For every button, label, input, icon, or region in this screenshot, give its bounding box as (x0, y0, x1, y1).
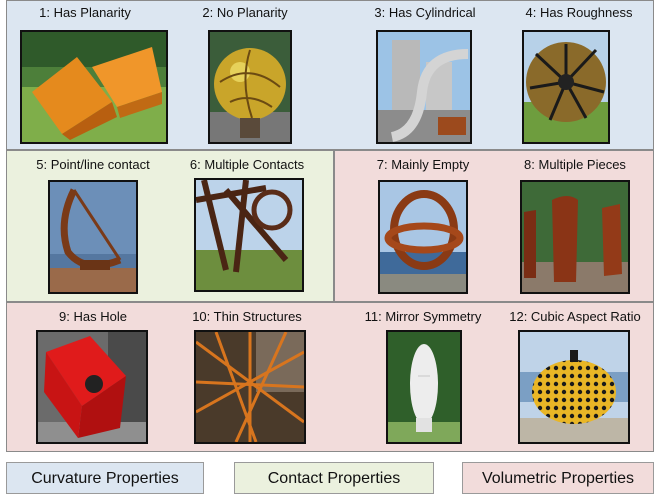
property-cell-10: 10: Thin Structures (172, 308, 322, 458)
pipe-sculpture-photo (376, 30, 472, 144)
face-sculpture-photo (386, 330, 462, 444)
property-cell-1: 1: Has Planarity (10, 4, 168, 154)
property-cell-4: 4: Has Roughness (504, 4, 654, 154)
legend-volumetric: Volumetric Properties (462, 462, 654, 494)
property-label: 3: Has Cylindrical (374, 5, 476, 20)
property-cell-12: 12: Cubic Aspect Ratio (500, 308, 650, 458)
beam-sculpture-photo (194, 178, 304, 292)
property-cell-11: 11: Mirror Symmetry (348, 308, 498, 458)
pumpkin-sculpture-photo (518, 330, 630, 444)
planar-sculpture-photo (20, 30, 168, 144)
legend-curvature: Curvature Properties (6, 462, 204, 494)
property-cell-3: 3: Has Cylindrical (350, 4, 500, 154)
property-label: 11: Mirror Symmetry (364, 309, 482, 324)
property-cell-2: 2: No Planarity (170, 4, 320, 154)
property-label: 9: Has Hole (59, 309, 127, 324)
property-label: 2: No Planarity (202, 5, 288, 20)
legend-contact: Contact Properties (234, 462, 434, 494)
property-cell-7: 7: Mainly Empty (348, 156, 498, 306)
property-label: 6: Multiple Contacts (189, 157, 305, 172)
property-cell-6: 6: Multiple Contacts (172, 156, 322, 306)
property-label: 7: Mainly Empty (376, 157, 470, 172)
property-label: 5: Point/line contact (36, 157, 150, 172)
sphere-sculpture-photo (208, 30, 292, 144)
property-cell-9: 9: Has Hole (18, 308, 168, 458)
property-label: 10: Thin Structures (192, 309, 302, 324)
red-cube-sculpture-photo (36, 330, 148, 444)
property-label: 12: Cubic Aspect Ratio (509, 309, 641, 324)
property-label: 4: Has Roughness (525, 5, 633, 20)
property-label: 1: Has Planarity (39, 5, 131, 20)
property-cell-8: 8: Multiple Pieces (500, 156, 650, 306)
thin-beams-sculpture-photo (194, 330, 306, 444)
slab-pieces-sculpture-photo (520, 180, 630, 294)
property-label: 8: Multiple Pieces (524, 157, 626, 172)
spiky-disc-sculpture-photo (522, 30, 610, 144)
ring-sculpture-photo (378, 180, 468, 294)
property-cell-5: 5: Point/line contact (18, 156, 168, 306)
sundial-sculpture-photo (48, 180, 138, 294)
